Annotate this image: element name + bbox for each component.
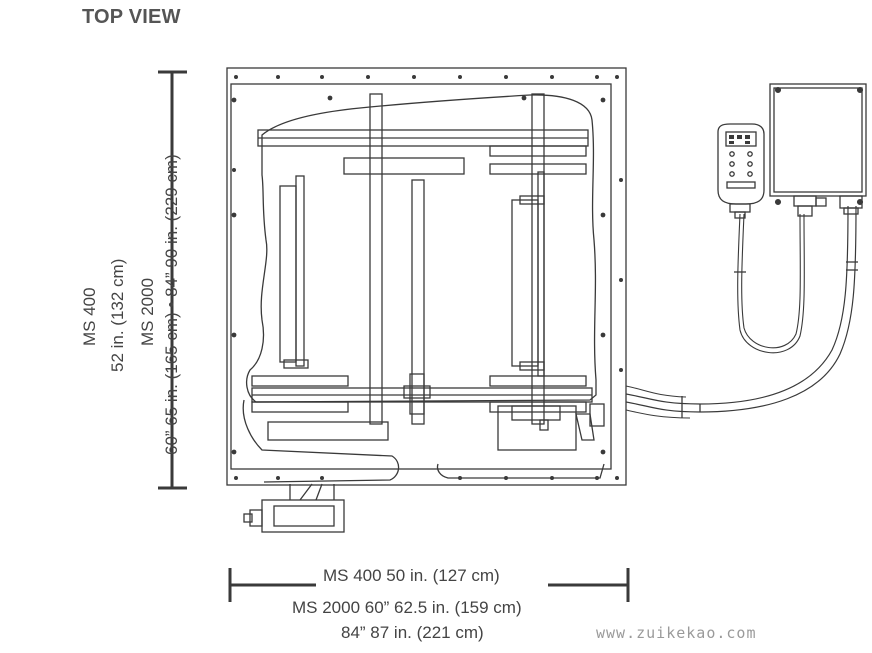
right-roller: [511, 199, 539, 367]
main-cable: [625, 205, 849, 405]
diagram-title: TOP VIEW: [82, 6, 181, 28]
handheld-pendant: [717, 123, 765, 205]
watermark: www.zuikekao.com: [596, 624, 757, 642]
width-line-ms2000-84: 84” 87 in. (221 cm): [341, 623, 484, 642]
height-value-ms400: 52 in. (132 cm): [108, 258, 127, 372]
cover-outline: [245, 94, 597, 403]
center-shaft-left: [369, 93, 383, 425]
inner-frame: [230, 83, 612, 470]
pendant-cable: [737, 213, 805, 354]
height-value-ms2000: 60” 65 in. (165 cm) • 84” 90 in. (229 cm…: [162, 154, 181, 455]
outer-frame: [226, 67, 627, 486]
frame-bolts: [231, 75, 623, 480]
width-dimension-bar: [228, 568, 630, 602]
lower-left-box: [267, 421, 389, 441]
width-line-ms400: MS 400 50 in. (127 cm): [323, 566, 500, 585]
control-box: [769, 83, 867, 197]
height-label-ms400: MS 400: [80, 287, 99, 346]
left-roller: [279, 185, 297, 363]
height-dimension-bar: [158, 70, 187, 490]
width-line-ms2000: MS 2000 60” 62.5 in. (159 cm): [292, 598, 522, 617]
height-label-ms2000: MS 2000: [138, 277, 157, 346]
